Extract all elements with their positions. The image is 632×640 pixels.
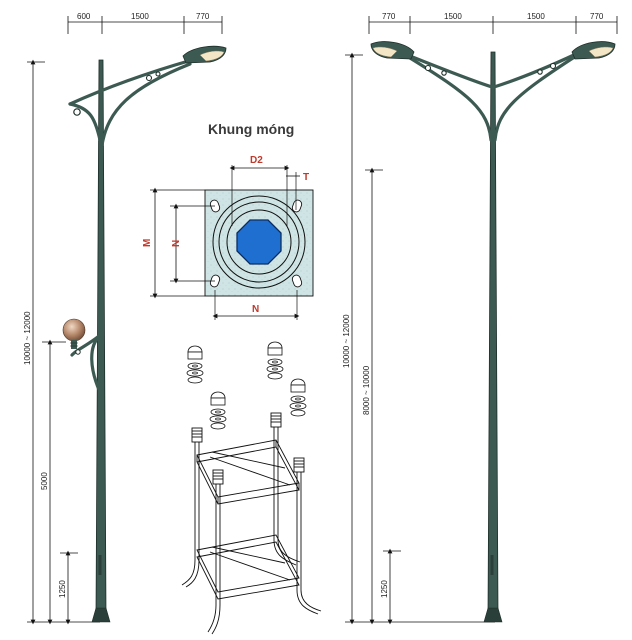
octagon-post bbox=[236, 219, 282, 265]
nut-washer-set bbox=[186, 341, 307, 430]
left-dim-770: 770 bbox=[196, 12, 210, 21]
right-pole-base bbox=[483, 607, 503, 623]
left-top-dimension: 600 1500 770 bbox=[67, 12, 223, 34]
left-globe-lamp bbox=[62, 318, 102, 394]
right-height-base: 1250 bbox=[380, 580, 389, 598]
label-m: M bbox=[142, 239, 153, 247]
right-pole-group: 770 1500 1500 770 10000 ~ 12000 8000 ~ 1… bbox=[342, 12, 618, 625]
anchor-cage-group bbox=[181, 341, 322, 635]
right-height-total: 10000 ~ 12000 bbox=[342, 314, 351, 368]
left-height-lamp: 5000 bbox=[40, 472, 49, 490]
right-dim-770-left: 770 bbox=[382, 12, 396, 21]
label-t: T bbox=[303, 172, 309, 183]
left-dim-1500: 1500 bbox=[131, 12, 149, 21]
label-d2: D2 bbox=[250, 155, 263, 166]
right-pole-door bbox=[490, 555, 494, 575]
anchor-cage bbox=[181, 412, 322, 635]
left-pole-door bbox=[98, 555, 102, 575]
right-height-mid: 8000 ~ 10000 bbox=[362, 365, 371, 415]
left-lamp-head bbox=[182, 45, 227, 64]
left-upper-arm bbox=[68, 58, 194, 147]
left-dim-600: 600 bbox=[77, 12, 91, 21]
right-top-dimension: 770 1500 1500 770 bbox=[368, 12, 618, 34]
left-arm-ring bbox=[73, 108, 81, 116]
right-dim-770-right: 770 bbox=[590, 12, 604, 21]
left-height-base: 1250 bbox=[58, 580, 67, 598]
right-double-arm bbox=[408, 52, 578, 142]
foundation-plate-group: Khung móng D2 T M N bbox=[142, 121, 314, 320]
left-height-total: 10000 ~ 12000 bbox=[23, 311, 32, 365]
left-pole-group: 600 1500 770 10000 ~ 12000 5000 1250 bbox=[23, 12, 227, 625]
right-lamp-head-left bbox=[370, 41, 415, 60]
globe-icon bbox=[62, 318, 86, 342]
right-dim-1500-right: 1500 bbox=[527, 12, 545, 21]
foundation-title: Khung móng bbox=[208, 121, 294, 137]
label-n-bottom: N bbox=[252, 304, 259, 315]
left-vertical-dimensions: 10000 ~ 12000 5000 1250 bbox=[23, 59, 100, 625]
label-n-vertical: N bbox=[171, 240, 182, 247]
right-lamp-head-right bbox=[571, 41, 616, 60]
right-dim-1500-left: 1500 bbox=[444, 12, 462, 21]
right-vertical-dimensions: 10000 ~ 12000 8000 ~ 10000 1250 bbox=[342, 52, 495, 625]
left-pole-base bbox=[91, 607, 111, 623]
